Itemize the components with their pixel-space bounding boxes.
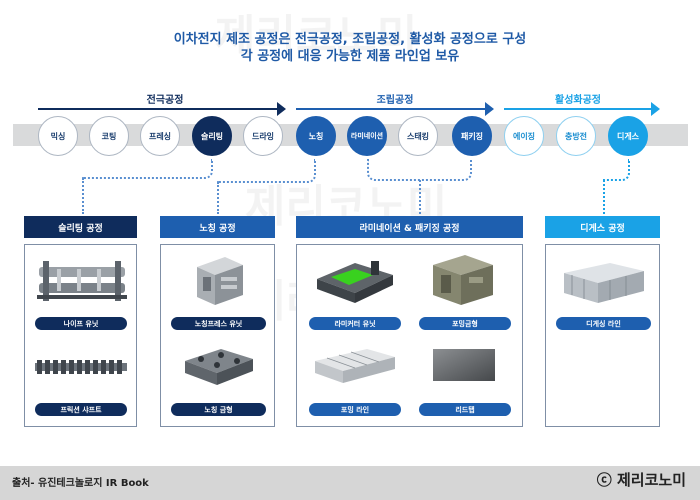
step-mixing: 믹싱	[38, 116, 78, 156]
connector-notching	[217, 159, 316, 183]
headline-line-1: 이차전지 제조 공정은 전극공정, 조립공정, 활성화 공정으로 구성	[173, 32, 527, 47]
label-notching-die: 노칭 금형	[171, 403, 266, 416]
step-slitting: 슬리팅	[192, 116, 232, 156]
step-notching: 노칭	[296, 116, 336, 156]
knife-unit-image	[37, 261, 127, 301]
forming-line-image	[315, 349, 395, 383]
notching-die-image	[185, 349, 253, 385]
label-forming-die: 포밍금형	[419, 317, 511, 330]
notching-press-unit-image	[197, 257, 243, 305]
step-charge-discharge: 충방전	[556, 116, 596, 156]
label-friction-shaft: 프릭션 샤프트	[35, 403, 127, 416]
connector-lamination	[419, 180, 421, 214]
headline-line-2: 각 공정에 대응 가능한 제품 라인업 보유	[240, 49, 460, 64]
copyright-text: ⓒ 제리코노미	[596, 471, 686, 489]
step-stacking: 스태킹	[398, 116, 438, 156]
step-drying: 드라잉	[243, 116, 283, 156]
panel-title-notching: 노칭 공정	[160, 216, 275, 238]
lami-cutter-unit-image	[317, 261, 393, 303]
arrow-head-icon	[651, 102, 660, 116]
panel-title-lamination-packaging: 라미네이션 & 패키징 공정	[296, 216, 523, 238]
step-coating: 코팅	[89, 116, 129, 156]
arrow-head-icon	[485, 102, 494, 116]
forming-die-image	[433, 255, 493, 305]
stage-arrow-formation	[504, 108, 652, 110]
step-packaging: 패키징	[452, 116, 492, 156]
step-aging: 에이징	[504, 116, 544, 156]
label-degassing-line: 디게싱 라인	[556, 317, 651, 330]
connector-notching	[217, 182, 219, 214]
friction-shaft-image	[35, 360, 127, 374]
footer-bar	[0, 466, 700, 500]
label-notching-press-unit: 노칭프레스 유닛	[171, 317, 266, 330]
connector-slitting	[82, 178, 84, 214]
step-lamination: 라미네이션	[347, 116, 387, 156]
degassing-line-image	[564, 263, 644, 303]
panel-degas: 디게싱 라인	[545, 244, 660, 427]
stage-label-electrode: 전극공정	[146, 95, 184, 106]
connector-lamination	[367, 159, 472, 181]
stage-arrow-electrode	[38, 108, 278, 110]
connector-slitting	[82, 159, 213, 179]
step-degas: 디게스	[608, 116, 648, 156]
lead-tab-image	[433, 349, 495, 381]
stage-label-assembly: 조립공정	[376, 95, 414, 106]
connector-degas	[603, 159, 630, 181]
label-knife-unit: 나이프 유닛	[35, 317, 127, 330]
panel-lamination-packaging: 라미커터 유닛 포밍금형 포밍 라인 리드탭	[296, 244, 523, 427]
arrow-head-icon	[277, 102, 286, 116]
step-pressing: 프레싱	[140, 116, 180, 156]
source-text: 출처- 유진테크놀로지 IR Book	[12, 478, 149, 489]
panel-slitting: 나이프 유닛 프릭션 샤프트	[24, 244, 137, 427]
stage-label-formation: 활성화공정	[555, 95, 601, 106]
panel-title-degas: 디게스 공정	[545, 216, 660, 238]
panel-notching: 노칭프레스 유닛 노칭 금형	[160, 244, 275, 427]
connector-degas	[603, 180, 605, 214]
label-lead-tab: 리드탭	[419, 403, 511, 416]
panel-title-slitting: 슬리팅 공정	[24, 216, 137, 238]
label-lami-cutter-unit: 라미커터 유닛	[309, 317, 401, 330]
label-forming-line: 포밍 라인	[309, 403, 401, 416]
stage-arrow-assembly	[296, 108, 486, 110]
